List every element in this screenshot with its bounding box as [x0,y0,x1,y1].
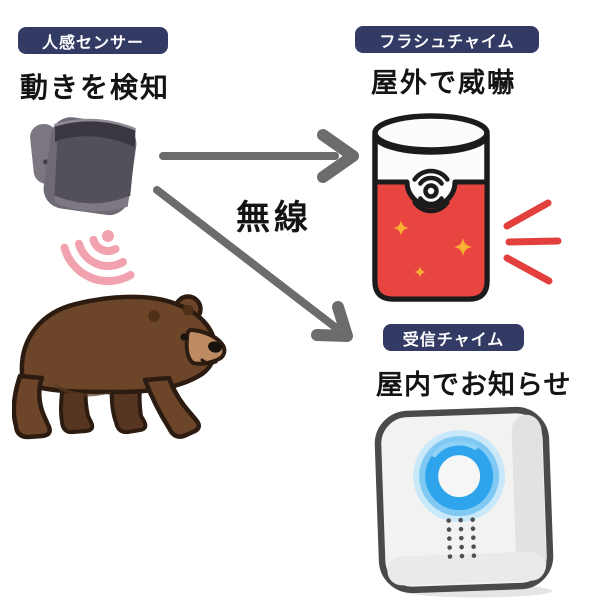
sensor-body [43,117,137,216]
caption-outdoor-deter: 屋外で威嚇 [371,68,516,99]
motion-sensor-illustration [30,117,137,216]
bear-eye [180,333,188,341]
badge-motion-sensor: 人感センサー [18,27,168,54]
flash-burst-icon [503,199,562,285]
sparkle-icon [393,220,472,278]
wireless-label: 無線 [236,198,312,238]
flash-chime-illustration [372,113,490,302]
badge-motion-sensor-label: 人感センサー [41,32,144,52]
speaker-wave-icon [412,168,450,214]
caption-motion-detect: 動きを検知 [20,71,171,104]
bear-illustration [12,294,227,440]
arrow-right-icon [159,129,359,183]
badge-receiver-chime-label: 受信チャイム [402,329,505,349]
speaker-holes-icon [446,517,477,559]
badge-receiver-chime: 受信チャイム [383,324,524,351]
arrow-down-right-icon [153,186,353,342]
led-ring-icon [413,430,506,523]
receiver-chime-illustration [374,406,554,598]
caption-indoor-notify: 屋内でお知らせ [376,370,572,401]
wifi-signal-icon [60,230,135,286]
badge-flash-chime: フラシュチャイム [355,26,539,53]
badge-flash-chime-label: フラシュチャイム [379,31,515,51]
